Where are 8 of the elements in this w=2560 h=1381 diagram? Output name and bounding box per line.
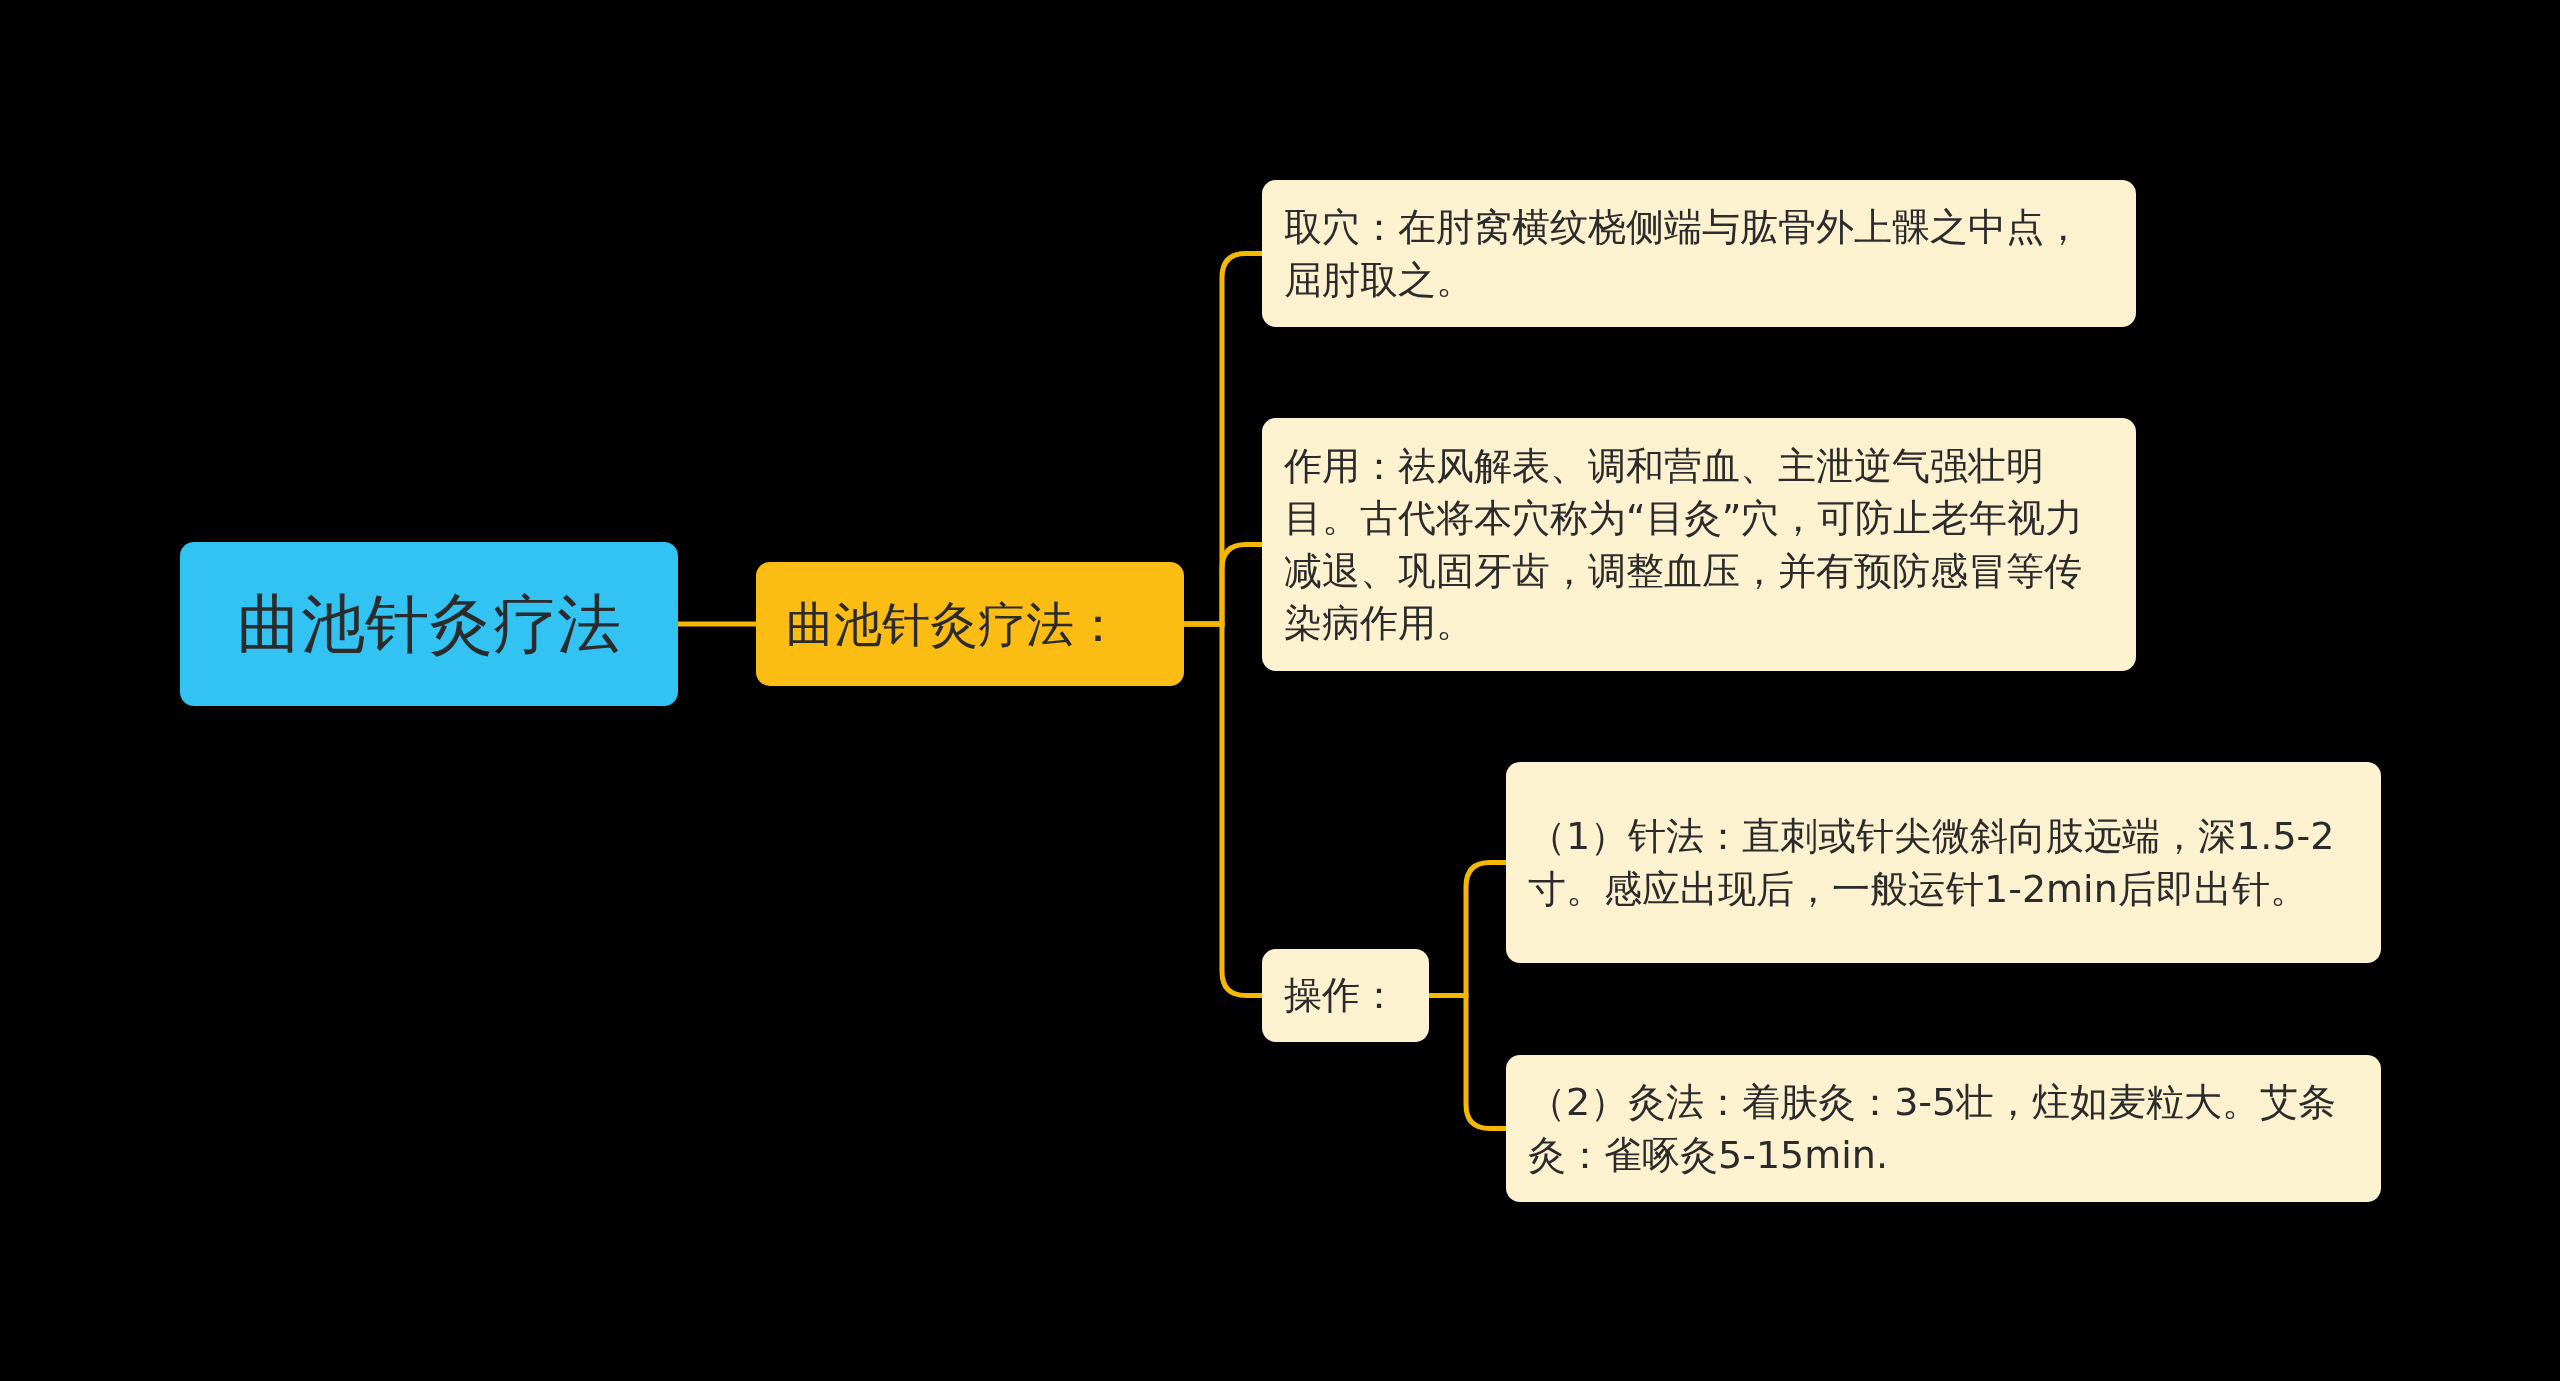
connector-line [678,621,756,627]
topic-box: 操作： [1262,949,1429,1042]
topic-box: 取穴：在肘窝横纹桡侧端与肱骨外上髁之中点，屈肘取之。 [1262,180,2136,327]
topic-box: （2）灸法：着肤灸：3-5壮，炷如麦粒大。艾条灸：雀啄灸5-15min. [1506,1055,2381,1202]
topic-box: 作用：祛风解表、调和营血、主泄逆气强壮明目。古代将本穴称为“目灸”穴，可防止老年视力减退、巩固牙齿，调整血压，并有预防感冒等传染病作用。 [1262,418,2136,671]
topic-box: （1）针法：直刺或针尖微斜向肢远端，深1.5-2寸。感应出现后，一般运针1-2min后即出针。 [1506,762,2381,963]
topic-box: 曲池针灸疗法： [756,562,1184,686]
central-topic-box: 曲池针灸疗法 [180,542,678,706]
